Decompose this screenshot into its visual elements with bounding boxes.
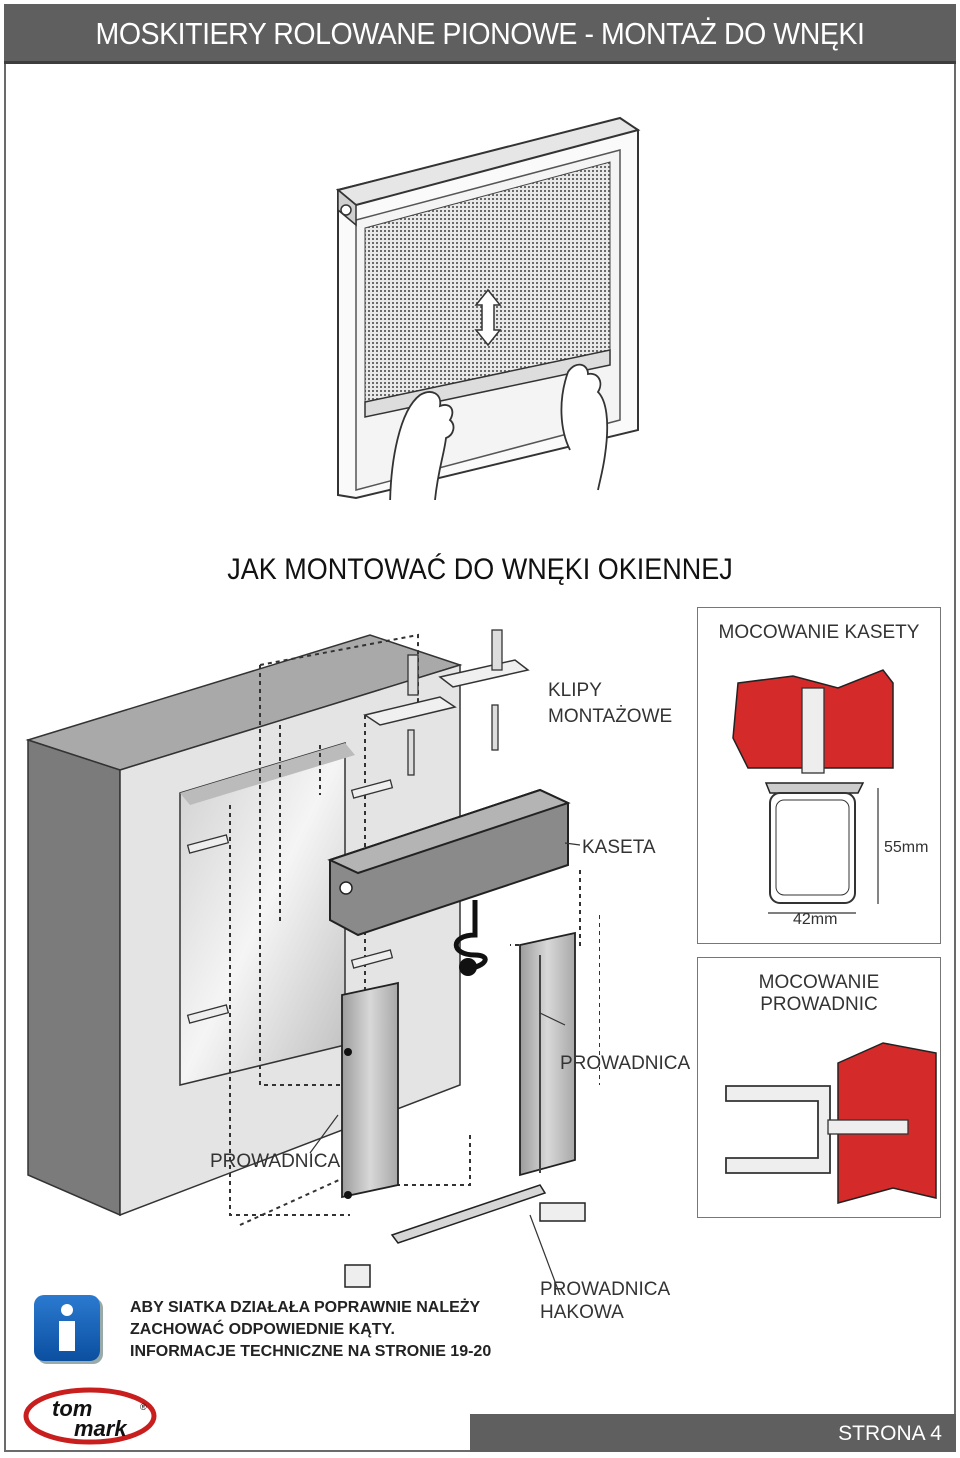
prowadnica-hakowa-line1: PROWADNICA [540,1279,671,1300]
tom-mark-logo: tom mark ® [23,1387,157,1445]
rail-section-drawing [725,1042,937,1204]
logo-text-tom: tom [52,1396,92,1421]
cassette-mounting-panel: MOCOWANIE KASETY 55mm 42mm [697,607,941,944]
cassette-mounting-title: MOCOWANIE KASETY [718,622,920,643]
cassette-section-drawing [732,669,894,914]
cassette-width-dim: 42mm [793,911,838,928]
footer-bar: STRONA 4 [470,1414,956,1452]
roller-net-illustration [335,116,641,500]
info-line-3: INFORMACJE TECHNICZNE NA STRONIE 19-20 [130,1343,492,1360]
prowadnica-left-label: PROWADNICA [210,1151,341,1172]
info-line-2: ZACHOWAĆ ODPOWIEDNIE KĄTY. [130,1321,395,1338]
prowadnica-right-label: PROWADNICA [560,1053,691,1074]
info-text: ABY SIATKA DZIAŁAŁA POPRAWNIE NALEŻY ZAC… [130,1297,491,1363]
page-title: MOSKITIERY ROLOWANE PIONOWE - MONTAŻ DO … [95,16,865,51]
page-header: MOSKITIERY ROLOWANE PIONOWE - MONTAŻ DO … [4,4,956,64]
cassette-height-dim: 55mm [884,839,929,856]
info-icon [34,1295,100,1361]
page-number: STRONA 4 [838,1422,942,1445]
section-title: JAK MONTOWAĆ DO WNĘKI OKIENNEJ [227,553,733,586]
klipy-label-line1: KLIPY [548,680,602,701]
kaseta-label: KASETA [582,837,656,858]
logo-text-mark: mark [74,1416,128,1441]
rail-mounting-title: MOCOWANIE PROWADNIC [758,972,880,1015]
info-line-1: ABY SIATKA DZIAŁAŁA POPRAWNIE NALEŻY [130,1299,481,1316]
prowadnica-hakowa-line2: HAKOWA [540,1302,624,1323]
logo-reg: ® [140,1402,147,1412]
mounting-diagram [25,629,600,1295]
rail-mounting-panel: MOCOWANIE PROWADNIC [697,957,941,1218]
klipy-label-line2: MONTAŻOWE [548,706,673,727]
